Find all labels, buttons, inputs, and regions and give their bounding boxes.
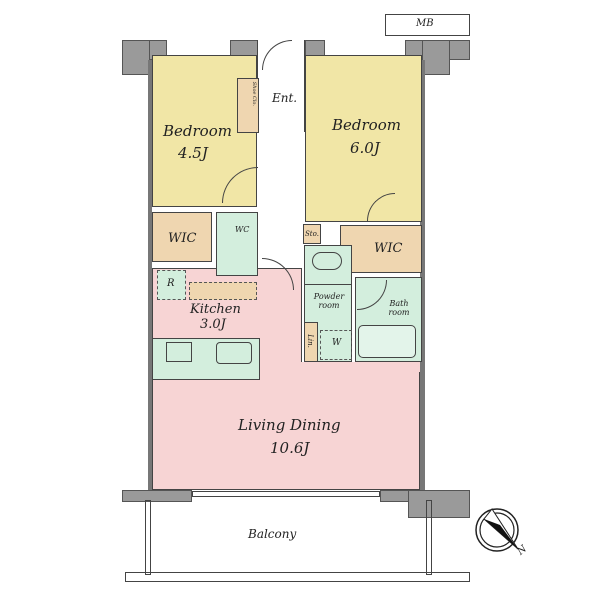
cupboard xyxy=(189,282,257,300)
living-fill xyxy=(300,362,420,372)
wic-2-label: WIC xyxy=(374,241,403,256)
north-compass-icon xyxy=(475,508,519,552)
bedroom-2-name: Bedroom xyxy=(332,116,401,134)
bedroom-2 xyxy=(305,55,422,222)
bathtub-icon xyxy=(358,325,416,358)
living-size: 10.6J xyxy=(270,439,310,457)
storage-label: Sto. xyxy=(305,230,319,238)
living-dining xyxy=(152,362,420,490)
window xyxy=(192,491,380,497)
kitchen-name: Kitchen xyxy=(190,302,241,317)
balcony-wall xyxy=(426,500,432,575)
living-name: Living Dining xyxy=(238,416,341,434)
balcony-rail xyxy=(125,572,470,582)
washer-space xyxy=(320,330,352,360)
kitchen-sink-icon xyxy=(216,342,252,364)
wall xyxy=(420,60,425,492)
wic-1 xyxy=(152,212,212,262)
shoe-closet-label: Shoe Clo. xyxy=(250,81,257,106)
shoe-closet: Shoe Clo. xyxy=(237,78,259,133)
sink-icon xyxy=(312,252,342,270)
bedroom-1-size: 4.5J xyxy=(178,144,208,162)
wc-label: WC xyxy=(235,225,250,234)
wall xyxy=(422,40,450,75)
wall xyxy=(148,60,152,492)
linen-label: Lin. xyxy=(305,334,314,348)
wic-2 xyxy=(340,225,422,273)
bedroom-1-name: Bedroom xyxy=(163,122,232,140)
washer-label: W xyxy=(332,338,342,348)
wic-1-label: WIC xyxy=(168,231,197,246)
kitchen-counter xyxy=(152,338,260,380)
refrigerator-label: R xyxy=(167,278,175,289)
bedroom-2-size: 6.0J xyxy=(350,139,380,157)
wall xyxy=(122,40,150,75)
wc xyxy=(216,212,258,276)
balcony-wall xyxy=(145,500,151,575)
bathroom-label: Bath room xyxy=(388,299,410,318)
meter-box: MB xyxy=(385,14,470,36)
linen-closet xyxy=(304,322,318,362)
kitchen-size: 3.0J xyxy=(200,317,226,332)
wall xyxy=(122,490,192,502)
balcony-label: Balcony xyxy=(248,527,297,541)
wall xyxy=(408,490,470,518)
storage xyxy=(303,224,321,244)
door-icon xyxy=(262,258,294,290)
entrance-label: Ent. xyxy=(272,91,298,105)
mb-label: MB xyxy=(416,18,434,29)
stove-icon xyxy=(166,342,192,362)
refrigerator-space xyxy=(157,270,186,300)
powder-room-label: Powder room xyxy=(313,292,345,311)
